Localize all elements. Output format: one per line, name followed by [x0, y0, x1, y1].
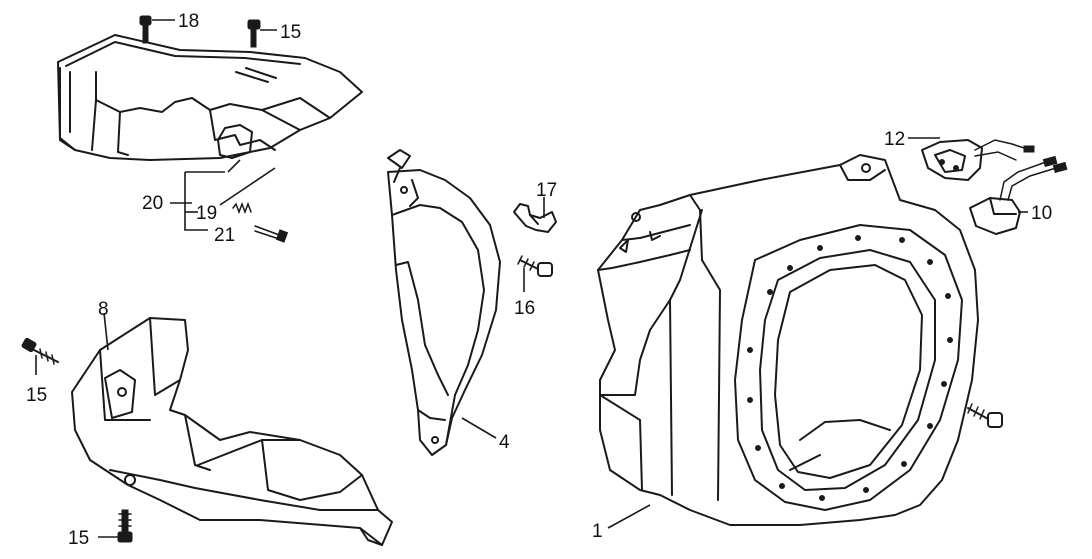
callout-20: 20: [142, 193, 163, 214]
bolt-15-top: [247, 19, 261, 48]
fan-housing-1: [597, 154, 979, 526]
upper-shroud: [57, 34, 363, 161]
callout-10: 10: [1031, 203, 1052, 224]
unit-10: [969, 155, 1068, 235]
bolt-15-bottom: [117, 509, 133, 543]
callout-8: 8: [98, 299, 109, 320]
callout-17: 17: [536, 180, 557, 201]
bolt-18: [139, 15, 152, 44]
callout-19: 19: [196, 203, 217, 224]
callout-15-top: 15: [280, 22, 301, 43]
callout-15-bottom: 15: [68, 528, 89, 549]
bolt-housing: [967, 403, 1003, 428]
bolt-21: [254, 225, 289, 243]
lower-shroud-8: [71, 317, 393, 546]
callout-16: 16: [514, 298, 535, 319]
callout-21: 21: [214, 225, 235, 246]
curved-cover-4: [387, 149, 501, 456]
switch-12: [921, 139, 1035, 181]
clip-17: [513, 203, 557, 233]
callout-4: 4: [499, 432, 510, 453]
callout-18: 18: [178, 11, 199, 32]
callout-15-left: 15: [26, 385, 47, 406]
bolt-15-left: [21, 337, 59, 365]
callout-12: 12: [884, 129, 905, 150]
spring-19: [232, 201, 252, 215]
bolt-16: [517, 255, 553, 277]
callout-1: 1: [592, 521, 603, 542]
